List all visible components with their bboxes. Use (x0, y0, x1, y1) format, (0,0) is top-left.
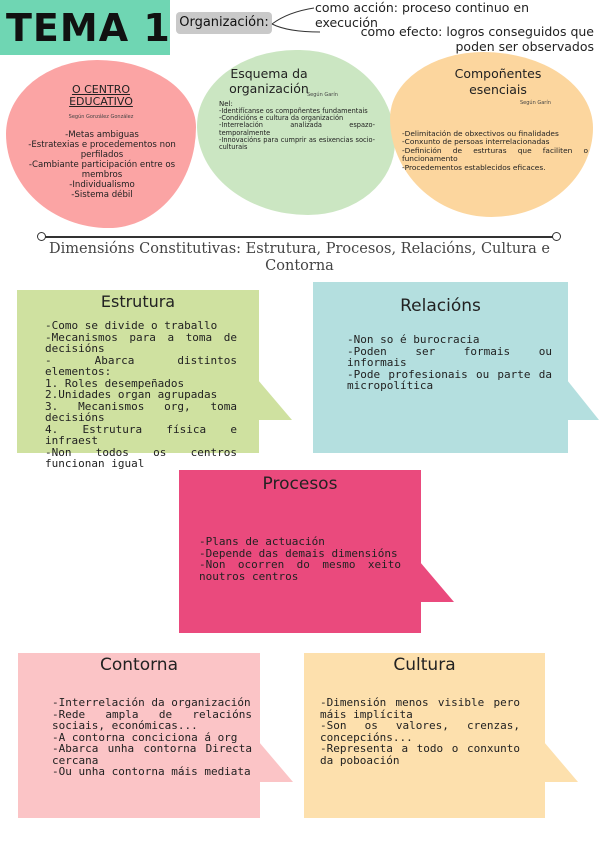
title-banner (0, 0, 170, 55)
list-item: -A contorna conciciona á org (52, 730, 238, 744)
brace-connector (271, 7, 321, 33)
componentes-title: Compoñentes esenciais (454, 66, 542, 97)
estrutura-box: Estrutura -Como se divide o traballo -Me… (17, 290, 259, 469)
contorna-title: Contorna (100, 655, 178, 675)
esquema-list: -Identifícanse os compoñentes fundamenta… (219, 107, 375, 152)
cultura-box: Cultura -Dimensión menos visible pero má… (304, 653, 545, 818)
contorna-tail (259, 742, 293, 782)
list-item: -Son os valores, crenzas, concepcións... (320, 719, 520, 744)
list-item: -Definición de estrturas que faciliten o… (402, 145, 588, 164)
estrutura-list: -Como se divide o traballo -Mecanismos p… (45, 320, 237, 470)
relacions-tail (567, 380, 599, 420)
relacions-title: Relacións (400, 296, 481, 316)
centro-byline: Según González González (68, 114, 134, 120)
list-item: -Non todos os centros funcionan igual (45, 445, 237, 470)
list-item: -Plans de actuación (199, 535, 325, 548)
list-item: -Innovacións para cumprir as esixencias … (219, 135, 375, 152)
contorna-box: Contorna -Interrelación da organización … (18, 653, 260, 818)
cultura-title: Cultura (393, 655, 456, 675)
relacions-box: Relacións -Non so é burocracia -Poden se… (313, 282, 568, 453)
list-item: -Non so é burocracia (347, 333, 480, 346)
list-item: -Representa a todo o conxunto da poboaci… (320, 742, 520, 767)
componentes-blob: Compoñentes esenciais Según Garín -Delim… (390, 52, 593, 217)
procesos-tail (420, 562, 454, 602)
list-item: 1. Roles desempeñados (45, 376, 185, 390)
cultura-list: -Dimensión menos visible pero máis implí… (320, 697, 520, 766)
list-item: -Conxunto de persoas interrelacionadas (402, 137, 550, 147)
list-item: -Procedementos establecidos eficaces. (402, 162, 546, 172)
esquema-byline: Según Garín (307, 92, 338, 98)
list-item: -Condicións e cultura da organización (219, 114, 344, 123)
list-item: -Sistema débil (71, 190, 133, 200)
definition-action: como acción: proceso continuo en execuci… (315, 0, 529, 30)
procesos-title: Procesos (262, 474, 338, 494)
esquema-blob: Esquema da organización Según Garín Nel:… (197, 50, 395, 215)
procesos-box: Procesos -Plans de actuación -Depende da… (179, 470, 421, 633)
list-item: -Ou unha contorna máis mediata (52, 765, 251, 778)
list-item: -Poden ser formais ou informais (347, 344, 552, 369)
list-item: -Delimitación de obxectivos ou finalidad… (402, 129, 559, 138)
componentes-list: -Delimitación de obxectivos ou finalidad… (402, 129, 588, 172)
divider-dot-right (552, 232, 561, 241)
definition-effect: como efecto: logros conseguidos que pode… (360, 24, 594, 54)
componentes-byline: Según Garín (520, 100, 551, 106)
divider-dot-left (37, 232, 46, 241)
list-item: -Estratexias e procedementos non perfila… (28, 140, 176, 160)
relacions-list: -Non so é burocracia -Poden ser formais … (347, 334, 552, 392)
list-item: 3. Mecanismos org, toma decisións (45, 399, 237, 424)
centro-title: O CENTRO EDUCATIVO (69, 83, 133, 108)
esquema-title: Esquema da organización (229, 66, 309, 96)
list-item: -Mecanismos para a toma de decisións (45, 330, 237, 355)
list-item: -Pode profesionais ou parte da micropolí… (347, 367, 552, 392)
list-item: -Abarca unha contorna Directa cercana (52, 742, 252, 767)
list-item: 2.Unidades organ agrupadas (45, 388, 218, 401)
estrutura-tail (258, 380, 292, 420)
list-item: - Abarca distintos elementos: (45, 353, 237, 378)
list-item: -Interrelación analizada espazo-temporal… (219, 121, 375, 137)
list-item: -Individualismo (69, 180, 135, 190)
list-item: -Depende das demais dimensións (199, 546, 398, 560)
list-item: -Non ocorren do mesmo xeito noutros cent… (199, 558, 401, 583)
list-item: -Identifícanse os compoñentes fundamenta… (219, 107, 368, 115)
centro-educativo-blob: O CENTRO EDUCATIVO Según González Gonzál… (6, 60, 196, 228)
list-item: 4. Estrutura física e infraest (45, 422, 237, 447)
list-item: -Como se divide o traballo (45, 319, 218, 332)
esquema-intro: Nel: (219, 100, 233, 108)
estrutura-title: Estrutura (100, 292, 176, 311)
page-title: TEMA 1 (6, 6, 171, 50)
centro-list: -Metas ambiguas -Estratexias e procedeme… (16, 130, 188, 200)
contorna-list: -Interrelación da organización -Rede amp… (52, 697, 252, 778)
cultura-tail (544, 742, 578, 782)
procesos-list: -Plans de actuación -Depende das demais … (199, 536, 401, 582)
organization-label: Organización: (176, 12, 272, 34)
list-item: -Interrelación da organización (52, 696, 251, 709)
dimensions-title: Dimensións Constitutivas: Estrutura, Pro… (49, 241, 550, 274)
divider-line (37, 232, 561, 241)
list-item: -Dimensión menos visible pero máis implí… (320, 696, 520, 721)
list-item: -Cambiante participación entre os membro… (28, 160, 176, 180)
list-item: -Rede ampla de relacións sociais, económ… (52, 707, 252, 732)
list-item: -Metas ambiguas (65, 130, 139, 140)
